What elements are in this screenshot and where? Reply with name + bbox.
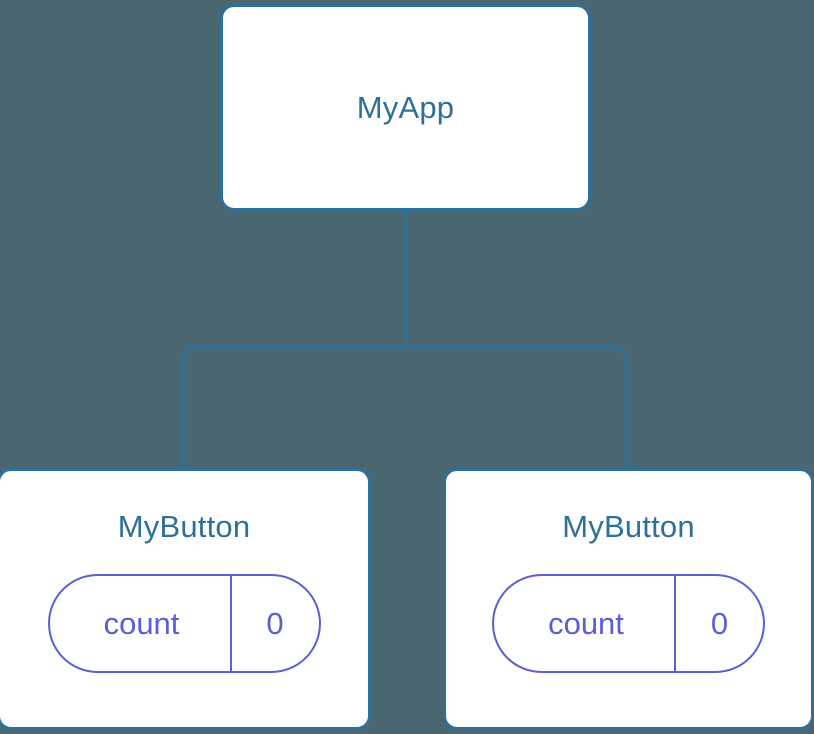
state-divider (229, 576, 232, 671)
state-value: 0 (710, 606, 729, 641)
edge-root-to-child-left (181, 345, 406, 471)
node-title: MyApp (356, 90, 455, 125)
node-mybutton-1[interactable]: MyButton count 0 (0, 468, 371, 730)
node-title: MyButton (117, 509, 251, 544)
edge-root-to-child-right (406, 345, 629, 471)
state-key: count (103, 606, 180, 641)
node-title: MyButton (562, 509, 695, 544)
state-divider (674, 576, 676, 671)
node-myapp[interactable]: MyApp (220, 4, 591, 211)
state-pill[interactable]: count 0 (492, 574, 765, 673)
state-pill[interactable]: count 0 (47, 574, 321, 673)
state-key: count (548, 606, 624, 641)
state-value: 0 (266, 606, 284, 641)
node-mybutton-2[interactable]: MyButton count 0 (443, 468, 814, 730)
